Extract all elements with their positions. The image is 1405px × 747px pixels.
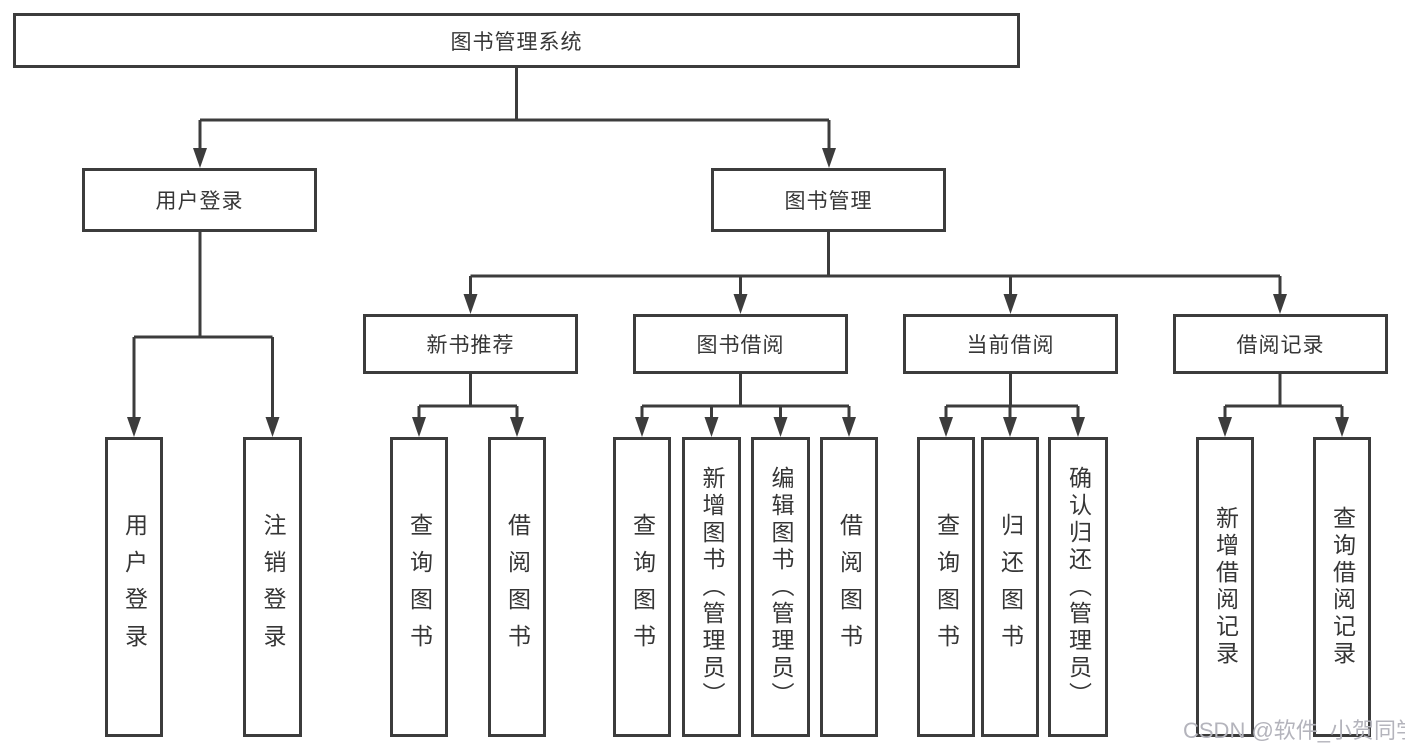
node-new-book-recommendation-label: 新书推荐 (426, 334, 515, 357)
leaf-query-books-current-label: 查询图书 (933, 513, 960, 661)
node-current-borrowing: 当前借阅 (903, 314, 1118, 374)
node-borrowing-records-label: 借阅记录 (1236, 334, 1325, 357)
leaf-edit-books-admin-label: 编辑图书（管理员） (768, 465, 794, 709)
leaf-query-books-recommend-label: 查询图书 (406, 513, 433, 661)
leaf-query-books-borrowing: 查询图书 (613, 437, 671, 737)
leaf-add-books-admin-label: 新增图书（管理员） (699, 465, 725, 709)
arrowhead (1335, 417, 1349, 437)
leaf-edit-books-admin: 编辑图书（管理员） (751, 437, 810, 737)
arrowhead (635, 417, 649, 437)
leaf-query-borrow-record: 查询借阅记录 (1313, 437, 1371, 737)
node-root: 图书管理系统 (13, 13, 1020, 68)
node-book-borrowing: 图书借阅 (633, 314, 848, 374)
leaf-add-borrow-record: 新增借阅记录 (1196, 437, 1254, 737)
leaf-add-borrow-record-label: 新增借阅记录 (1212, 506, 1239, 668)
leaf-borrow-books-borrowing-label: 借阅图书 (836, 513, 863, 661)
node-user-login: 用户登录 (82, 168, 317, 232)
leaf-borrow-books-recommend-label: 借阅图书 (504, 513, 531, 661)
leaf-add-books-admin: 新增图书（管理员） (682, 437, 741, 737)
node-borrowing-records: 借阅记录 (1173, 314, 1388, 374)
leaf-user-login: 用户登录 (105, 437, 163, 737)
leaf-logout-label: 注销登录 (260, 513, 286, 661)
node-book-borrowing-label: 图书借阅 (696, 334, 785, 357)
connector-root-to-level2 (193, 68, 836, 168)
node-user-login-label: 用户登录 (155, 190, 244, 213)
arrowhead (510, 417, 524, 437)
node-new-book-recommendation: 新书推荐 (363, 314, 578, 374)
arrowhead (773, 417, 788, 437)
leaf-borrow-books-recommend: 借阅图书 (488, 437, 546, 737)
connector-borrowing-branch (635, 374, 856, 437)
arrowhead (1003, 294, 1018, 314)
arrowhead (265, 417, 280, 437)
leaf-logout: 注销登录 (243, 437, 302, 737)
node-book-management-label: 图书管理 (784, 190, 873, 213)
leaf-confirm-return-admin: 确认归还（管理员） (1048, 437, 1108, 737)
connector-recommend-branch (412, 374, 524, 437)
arrowhead (412, 417, 426, 437)
arrowhead (704, 417, 719, 437)
leaf-borrow-books-borrowing: 借阅图书 (820, 437, 878, 737)
arrowhead (1273, 294, 1287, 314)
connector-book-management-branch (463, 232, 1287, 314)
node-book-management: 图书管理 (711, 168, 946, 232)
connector-user-login-branch (127, 232, 280, 437)
connector-records-branch (1218, 374, 1349, 437)
leaf-query-books-recommend: 查询图书 (390, 437, 448, 737)
arrowhead (842, 417, 856, 437)
node-root-label: 图书管理系统 (450, 30, 583, 54)
leaf-query-books-borrowing-label: 查询图书 (629, 513, 656, 661)
arrowhead (1218, 417, 1232, 437)
arrowhead (1003, 417, 1017, 437)
node-current-borrowing-label: 当前借阅 (966, 334, 1055, 357)
arrowhead (1071, 417, 1085, 437)
leaf-user-login-label: 用户登录 (121, 513, 148, 661)
arrowhead (127, 417, 141, 437)
arrowhead (939, 417, 953, 437)
connector-current-borrow-branch (939, 374, 1085, 437)
leaf-return-books: 归还图书 (981, 437, 1039, 737)
arrowhead (733, 294, 748, 314)
arrowhead (193, 148, 207, 168)
leaf-query-books-current: 查询图书 (917, 437, 975, 737)
arrowhead (463, 294, 478, 314)
leaf-return-books-label: 归还图书 (997, 513, 1024, 661)
arrowhead (822, 148, 836, 168)
leaf-confirm-return-admin-label: 确认归还（管理员） (1065, 465, 1092, 709)
leaf-query-borrow-record-label: 查询借阅记录 (1329, 506, 1356, 668)
watermark: CSDN @软件_小贺同学 (1183, 718, 1405, 743)
